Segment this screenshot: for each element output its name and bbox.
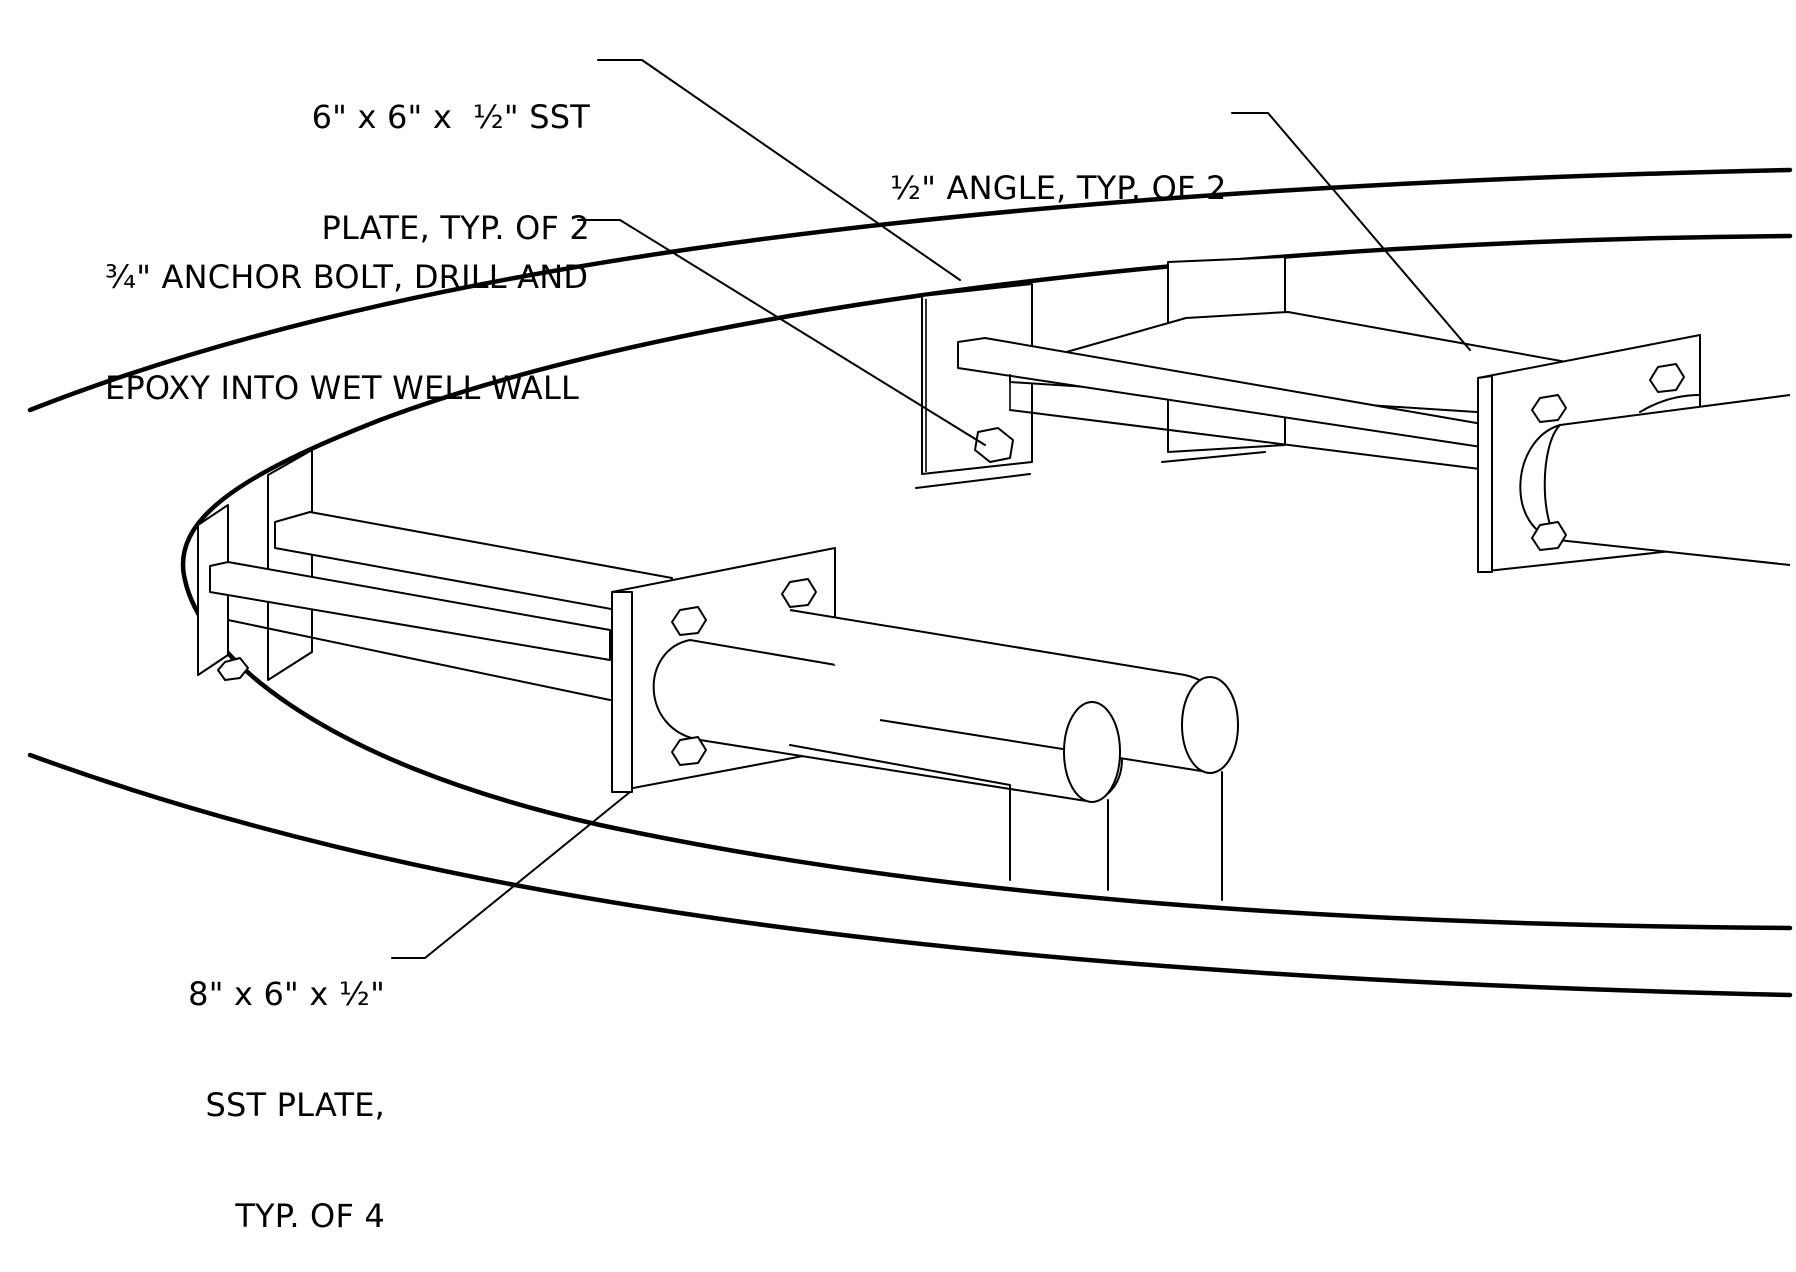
front-hidden-bolt-icon xyxy=(217,657,249,681)
rear-nut-top-icon xyxy=(1531,394,1567,423)
callout-plate-8x6-line-3: TYP. OF 4 xyxy=(235,1197,385,1235)
callout-plate-6x6: 6" x 6" x ½" SST PLATE, TYP. OF 2 xyxy=(300,25,590,284)
wall-outer-top-edge xyxy=(27,167,1793,413)
leader-plate-8x6 xyxy=(391,791,631,959)
callout-anchor-bolt: ¾" ANCHOR BOLT, DRILL AND EPOXY INTO WET… xyxy=(105,185,588,444)
wall-outer-bottom-edge xyxy=(27,752,1793,998)
callout-angle: ½" ANGLE, TYP. OF 2 xyxy=(890,96,1227,244)
wall-inner-edge xyxy=(180,233,1793,931)
rear-nut-right-icon xyxy=(1649,363,1685,393)
front-wall-plate xyxy=(267,449,313,681)
callout-anchor-bolt-line-1: ¾" ANCHOR BOLT, DRILL AND xyxy=(105,258,589,296)
front-nut-right-icon xyxy=(781,578,817,608)
callout-plate-8x6-line-2: SST PLATE, xyxy=(205,1086,385,1124)
front-pipe-2-end xyxy=(1181,676,1239,774)
rear-nut-bottom-icon xyxy=(1531,521,1567,551)
front-nut-top-icon xyxy=(671,606,707,636)
callout-plate-6x6-line-2: PLATE, TYP. OF 2 xyxy=(321,209,590,247)
leader-plate-6x6 xyxy=(597,59,961,281)
leader-anchor-bolt xyxy=(577,219,986,446)
front-angle xyxy=(209,561,611,661)
front-sst-plate-edge xyxy=(611,591,633,793)
leader-angle xyxy=(1231,112,1471,351)
callout-plate-8x6: 8" x 6" x ½" SST PLATE, TYP. OF 4 xyxy=(150,902,385,1272)
callout-plate-8x6-line-1: 8" x 6" x ½" xyxy=(188,975,385,1013)
wet-well-wall xyxy=(27,167,1793,998)
front-pipe-1-end xyxy=(1063,701,1121,803)
front-support-assembly xyxy=(197,449,1239,901)
pipe-support-isometric-drawing xyxy=(27,59,1793,998)
rear-anchor-bolt-icon xyxy=(974,427,1014,463)
front-nut-bottom-icon xyxy=(671,736,707,766)
rear-wall-plate xyxy=(921,283,1033,475)
callout-anchor-bolt-line-2: EPOXY INTO WET WELL WALL xyxy=(105,369,580,407)
rear-support-assembly xyxy=(915,256,1791,573)
callout-angle-line-1: ½" ANGLE, TYP. OF 2 xyxy=(890,169,1227,207)
callout-plate-6x6-line-1: 6" x 6" x ½" SST xyxy=(311,98,590,136)
leader-lines xyxy=(391,59,1471,959)
rear-sst-plate-edge xyxy=(1477,375,1493,573)
